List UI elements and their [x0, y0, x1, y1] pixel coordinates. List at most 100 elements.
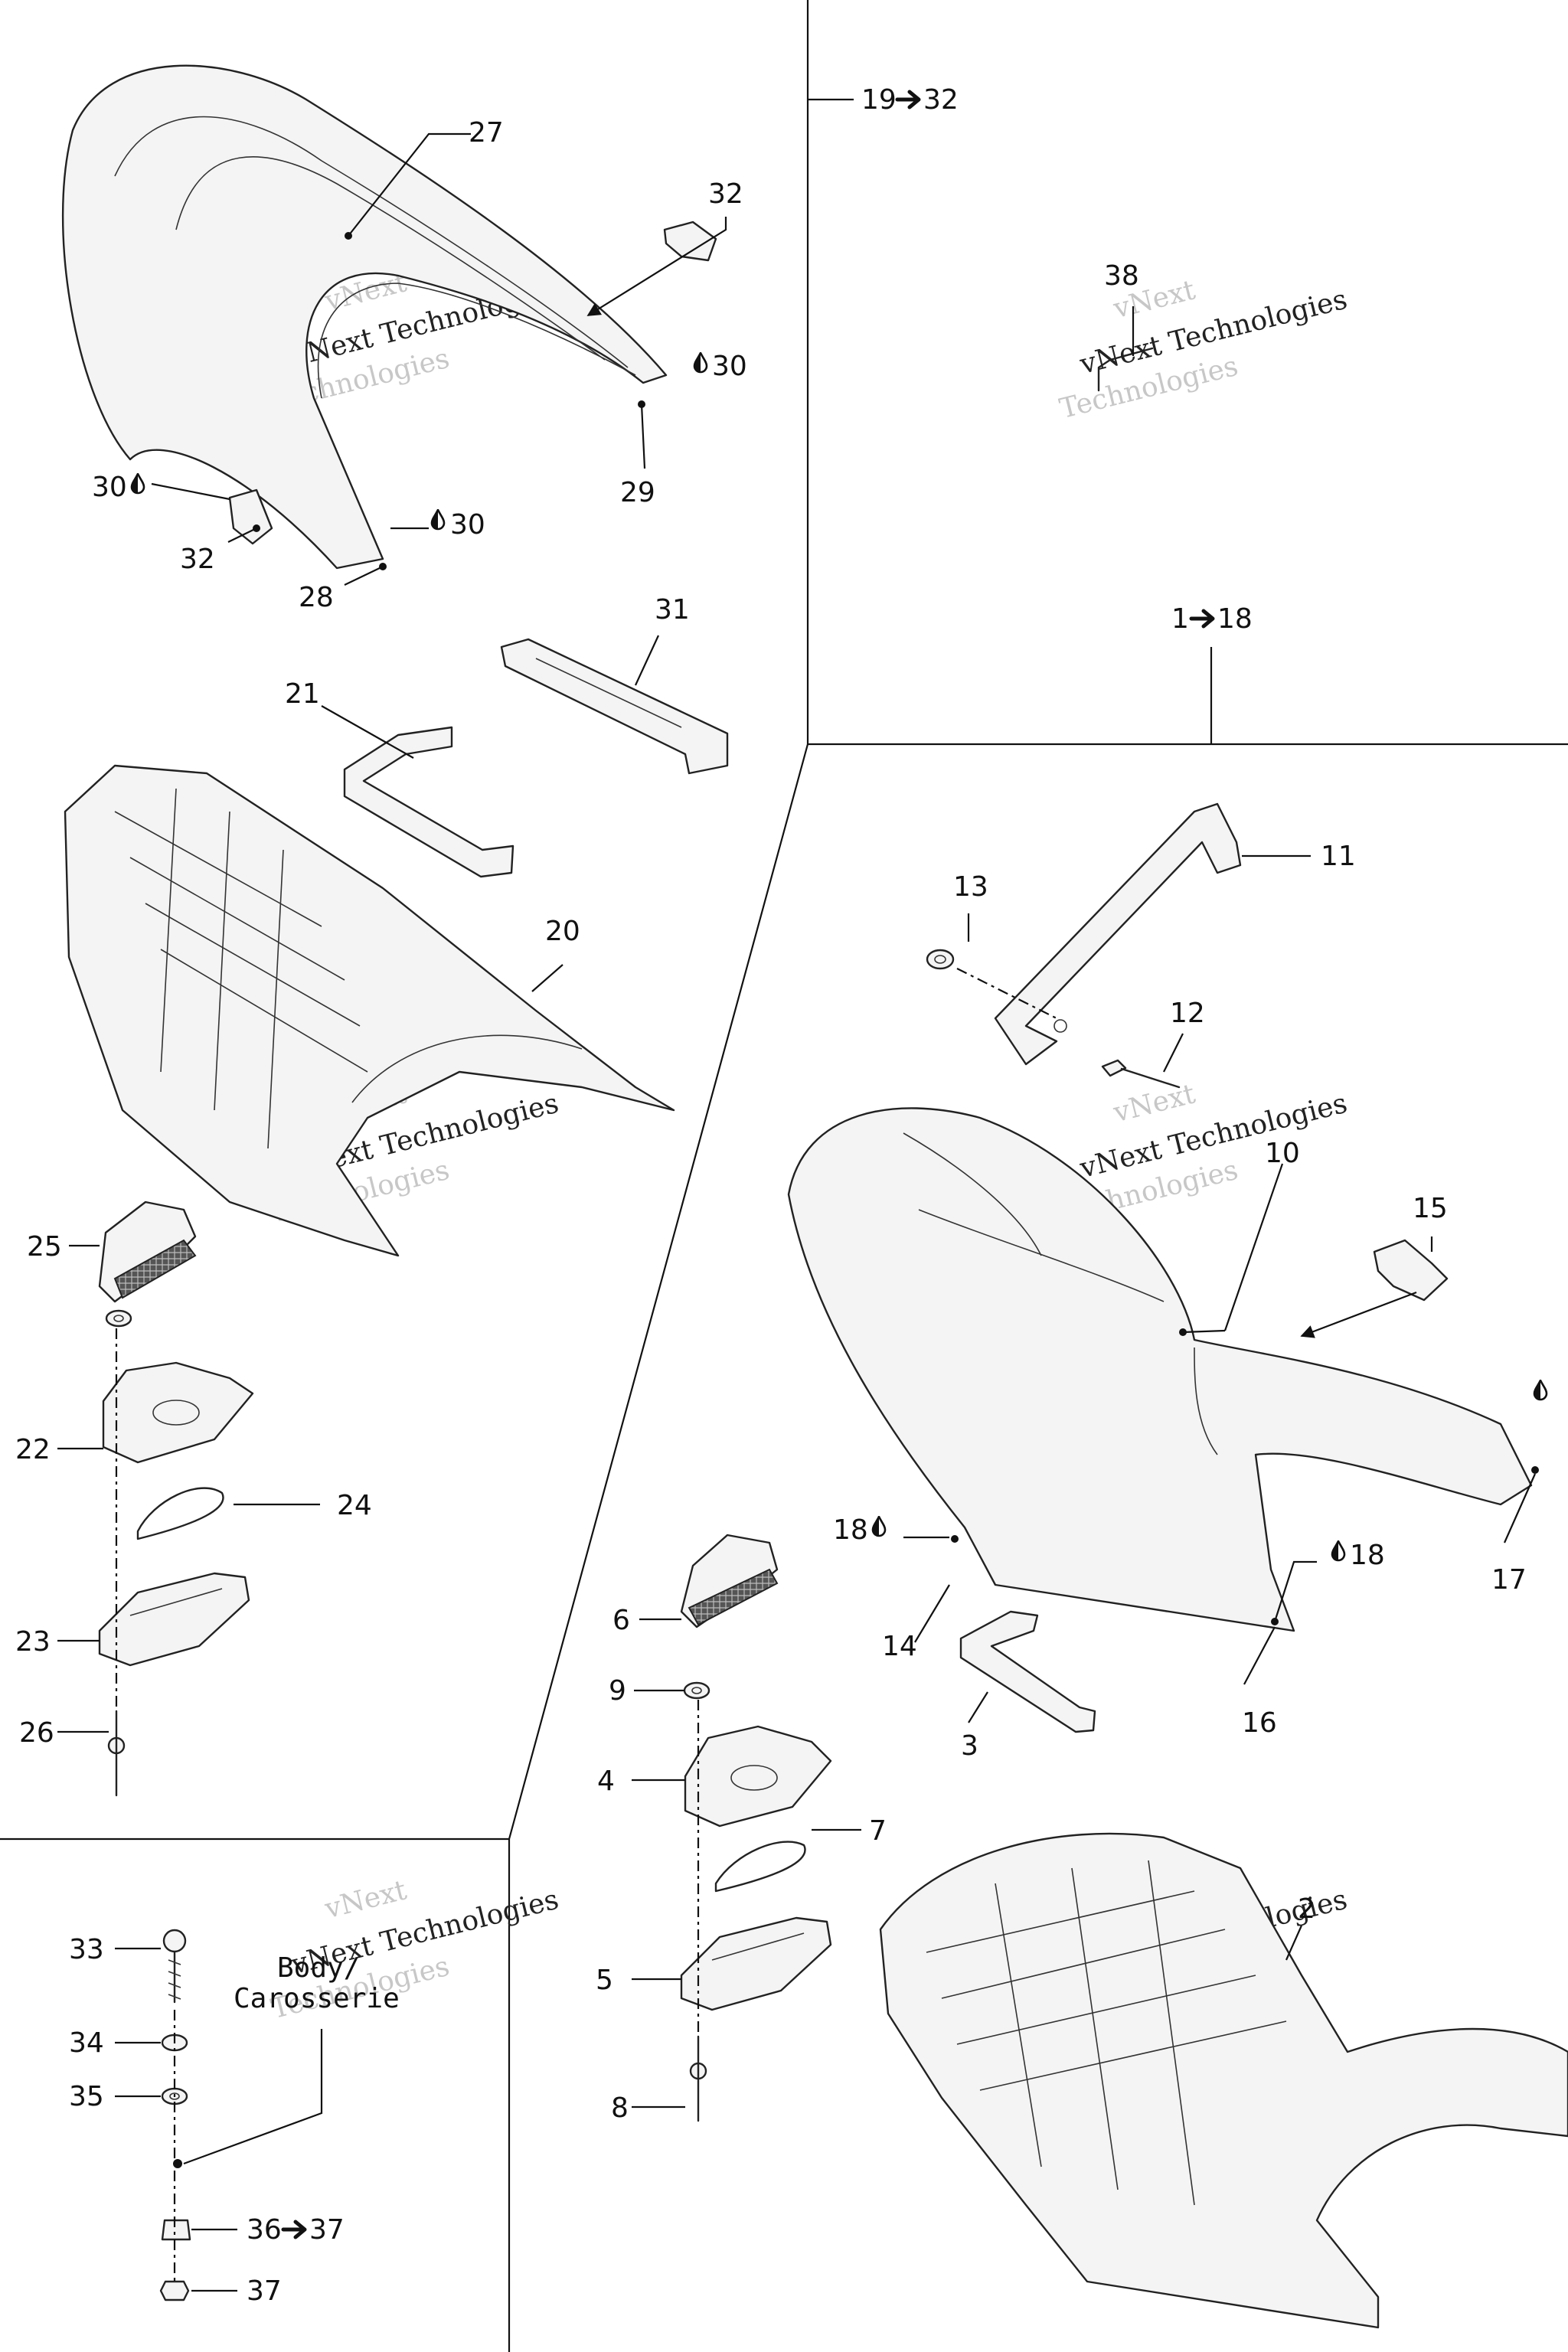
part-front-seat-base-2[interactable] — [879, 1832, 1568, 2329]
part-grab-handle-11[interactable] — [994, 802, 1242, 1066]
part-key-38[interactable] — [1097, 347, 1154, 392]
callout-18-right-text: 18 — [1350, 1540, 1385, 1571]
callout-37[interactable]: 37 — [247, 2275, 282, 2307]
part-rear-seat-cover[interactable] — [61, 64, 668, 570]
range-from: 36 — [247, 2214, 282, 2246]
callout-30-mid-text: 30 — [450, 509, 485, 541]
callout-4[interactable]: 4 — [597, 1766, 615, 1797]
callout-9[interactable]: 9 — [609, 1675, 626, 1707]
part-bushing-13[interactable] — [926, 949, 955, 970]
part-rivet-8[interactable] — [689, 2035, 707, 2122]
callout-13[interactable]: 13 — [953, 871, 988, 903]
callout-24[interactable]: 24 — [337, 1490, 372, 1521]
callout-11[interactable]: 11 — [1321, 841, 1356, 872]
callout-18-right[interactable]: 18 — [1331, 1540, 1385, 1571]
callout-34[interactable]: 34 — [69, 2027, 104, 2059]
callout-22[interactable]: 22 — [15, 1434, 51, 1465]
svg-text:vNext: vNext — [322, 1874, 410, 1925]
range-to: 32 — [923, 84, 959, 116]
body-label-line1: Body/ — [277, 1952, 360, 1984]
part-clip-32-top[interactable] — [663, 220, 717, 262]
callout-30-mid[interactable]: 30 — [430, 509, 485, 541]
range-to: 18 — [1217, 603, 1253, 635]
callout-15[interactable]: 15 — [1413, 1193, 1448, 1224]
part-rivet-26[interactable] — [107, 1710, 126, 1797]
part-spring-24[interactable] — [136, 1487, 224, 1540]
part-washer-9[interactable] — [683, 1681, 710, 1700]
callout-33[interactable]: 33 — [69, 1934, 104, 1965]
part-hinge-arm-31[interactable] — [500, 638, 729, 775]
part-rear-seat-base-20[interactable] — [64, 764, 675, 1257]
callout-30-right[interactable]: 30 — [693, 351, 747, 382]
part-spring-7[interactable] — [714, 1841, 806, 1893]
range-label-19-32[interactable]: 19 32 — [861, 84, 959, 116]
callout-8[interactable]: 8 — [611, 2092, 629, 2124]
callout-30-left[interactable]: 30 — [92, 472, 145, 503]
callout-7[interactable]: 7 — [869, 1815, 887, 1847]
callout-38[interactable]: 38 — [1104, 260, 1139, 292]
leader-lines — [57, 98, 1539, 2292]
part-latch-25[interactable] — [98, 1200, 197, 1303]
callout-25[interactable]: 25 — [27, 1231, 62, 1263]
axis-line-13 — [956, 968, 1057, 1019]
callout-2[interactable]: 2 — [1298, 1893, 1315, 1925]
callout-28[interactable]: 28 — [299, 582, 334, 613]
range-label-36-37[interactable]: 36 37 — [247, 2214, 345, 2246]
part-front-seat-cover-10[interactable] — [787, 1107, 1533, 1632]
liquid-drop-icon — [130, 473, 145, 495]
callout-labels: 27 32 30 29 30 32 30 28 31 21 20 25 22 2… — [15, 84, 1548, 2307]
callout-21[interactable]: 21 — [285, 678, 320, 710]
part-bolt-33[interactable] — [162, 1929, 187, 2004]
callout-32-left[interactable]: 32 — [180, 544, 215, 575]
part-latch-housing-5[interactable] — [680, 1916, 832, 2011]
callout-31[interactable]: 31 — [655, 594, 690, 626]
callout-17[interactable]: 17 — [1491, 1564, 1527, 1596]
part-l-bracket-3[interactable] — [959, 1610, 1096, 1733]
part-cage-nut-36[interactable] — [161, 2219, 191, 2241]
callout-3[interactable]: 3 — [961, 1730, 978, 1762]
range-label-1-18[interactable]: 1 18 — [1171, 603, 1253, 635]
range-from: 19 — [861, 84, 897, 116]
svg-text:vNext: vNext — [1110, 1078, 1199, 1129]
range-to: 37 — [309, 2214, 345, 2246]
part-latch-housing-23[interactable] — [98, 1572, 250, 1667]
callout-27[interactable]: 27 — [469, 117, 504, 149]
part-latch-base-22[interactable] — [102, 1361, 254, 1464]
callout-32-top[interactable]: 32 — [708, 178, 743, 210]
callout-5[interactable]: 5 — [596, 1965, 613, 1996]
callout-18-left-text: 18 — [833, 1514, 868, 1546]
right-arrow-icon — [1189, 609, 1215, 629]
liquid-drop-icon — [1331, 1540, 1346, 1562]
body-label-line2: Carosserie — [234, 1983, 400, 2014]
right-arrow-icon — [281, 2220, 307, 2239]
part-l-bracket-21[interactable] — [343, 726, 514, 878]
callout-35[interactable]: 35 — [69, 2081, 104, 2112]
callout-16[interactable]: 16 — [1242, 1707, 1277, 1739]
liquid-drop-icon — [1533, 1380, 1548, 1401]
callout-10[interactable]: 10 — [1265, 1138, 1300, 1169]
callout-12[interactable]: 12 — [1170, 998, 1205, 1029]
callout-18-left[interactable]: 18 — [833, 1514, 887, 1546]
part-latch-base-4[interactable] — [684, 1725, 832, 1828]
callout-23[interactable]: 23 — [15, 1626, 51, 1658]
callout-20[interactable]: 20 — [545, 916, 580, 947]
part-rivet-12[interactable] — [1101, 1059, 1181, 1089]
watermark-2: vNext vNext Technologies Technologies — [1057, 274, 1351, 425]
range-from: 1 — [1171, 603, 1189, 635]
part-latch-6[interactable] — [680, 1534, 779, 1628]
callout-30-right-text: 30 — [712, 351, 747, 382]
part-clip-15[interactable] — [1373, 1239, 1449, 1302]
right-arrow-icon — [895, 90, 921, 109]
callout-14[interactable]: 14 — [882, 1631, 917, 1662]
callout-29[interactable]: 29 — [620, 477, 655, 508]
liquid-drop-icon — [430, 509, 446, 531]
callout-6[interactable]: 6 — [612, 1605, 630, 1636]
part-clip-32-left[interactable] — [228, 488, 273, 545]
liquid-drop-icon — [871, 1516, 887, 1537]
callout-26[interactable]: 26 — [19, 1717, 54, 1749]
body-label: Body/ Carosserie — [234, 1952, 400, 2014]
part-washer-25[interactable] — [105, 1309, 132, 1328]
part-nut-37[interactable] — [159, 2280, 190, 2301]
